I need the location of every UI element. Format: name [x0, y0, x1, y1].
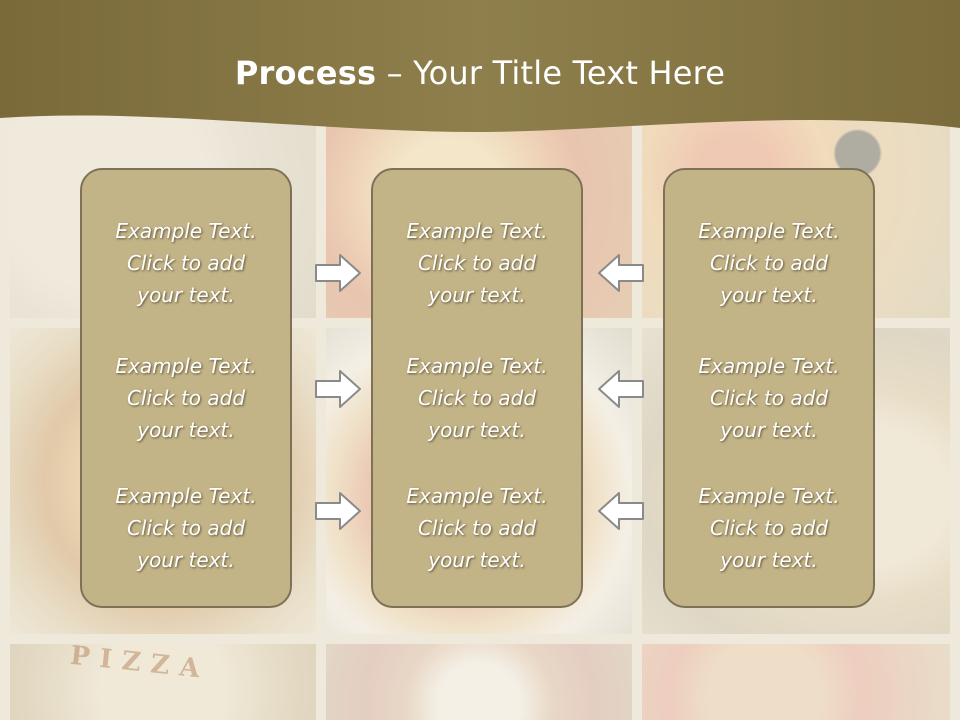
text-placeholder[interactable]: Example Text. Click to add your text. [82, 215, 290, 311]
process-box-center[interactable]: Example Text. Click to add your text. Ex… [371, 168, 583, 608]
text-line: Example Text. [698, 484, 840, 508]
process-box-left[interactable]: Example Text. Click to add your text. Ex… [80, 168, 292, 608]
text-line: Click to add [417, 516, 537, 540]
text-line: Click to add [417, 251, 537, 275]
title-bold: Process [234, 54, 377, 92]
photo-tile-mozzarella [326, 644, 632, 720]
process-box-right[interactable]: Example Text. Click to add your text. Ex… [663, 168, 875, 608]
text-line: Click to add [126, 251, 246, 275]
text-placeholder[interactable]: Example Text. Click to add your text. [82, 350, 290, 446]
text-line: your text. [137, 418, 235, 442]
text-placeholder[interactable]: Example Text. Click to add your text. [665, 215, 873, 311]
left-arrow-icon[interactable] [597, 368, 645, 410]
text-line: Example Text. [115, 219, 257, 243]
right-arrow-icon[interactable] [314, 252, 362, 294]
text-line: Click to add [709, 251, 829, 275]
text-line: Click to add [126, 386, 246, 410]
text-line: your text. [720, 548, 818, 572]
text-placeholder[interactable]: Example Text. Click to add your text. [373, 480, 581, 576]
text-placeholder[interactable]: Example Text. Click to add your text. [82, 480, 290, 576]
text-line: Click to add [417, 386, 537, 410]
text-line: your text. [137, 283, 235, 307]
text-line: Example Text. [698, 354, 840, 378]
text-line: Example Text. [698, 219, 840, 243]
text-placeholder[interactable]: Example Text. Click to add your text. [373, 350, 581, 446]
header-wave-shape [0, 0, 960, 132]
photo-tile-pizza-sign [10, 644, 316, 720]
title-rest: – Your Title Text Here [376, 54, 726, 92]
text-line: your text. [428, 418, 526, 442]
text-line: your text. [720, 283, 818, 307]
text-placeholder[interactable]: Example Text. Click to add your text. [373, 215, 581, 311]
photo-tile-pizza-bottom [642, 644, 950, 720]
text-line: Click to add [709, 516, 829, 540]
text-line: Example Text. [406, 219, 548, 243]
header-band: Process – Your Title Text Here [0, 0, 960, 140]
left-arrow-icon[interactable] [597, 252, 645, 294]
slide-title[interactable]: Process – Your Title Text Here [0, 54, 960, 92]
right-arrow-icon[interactable] [314, 490, 362, 532]
text-line: Example Text. [406, 354, 548, 378]
text-placeholder[interactable]: Example Text. Click to add your text. [665, 480, 873, 576]
text-line: Example Text. [406, 484, 548, 508]
text-line: your text. [720, 418, 818, 442]
text-line: your text. [428, 548, 526, 572]
text-line: your text. [137, 548, 235, 572]
text-line: your text. [428, 283, 526, 307]
left-arrow-icon[interactable] [597, 490, 645, 532]
right-arrow-icon[interactable] [314, 368, 362, 410]
text-line: Example Text. [115, 484, 257, 508]
text-line: Click to add [709, 386, 829, 410]
text-placeholder[interactable]: Example Text. Click to add your text. [665, 350, 873, 446]
text-line: Click to add [126, 516, 246, 540]
text-line: Example Text. [115, 354, 257, 378]
